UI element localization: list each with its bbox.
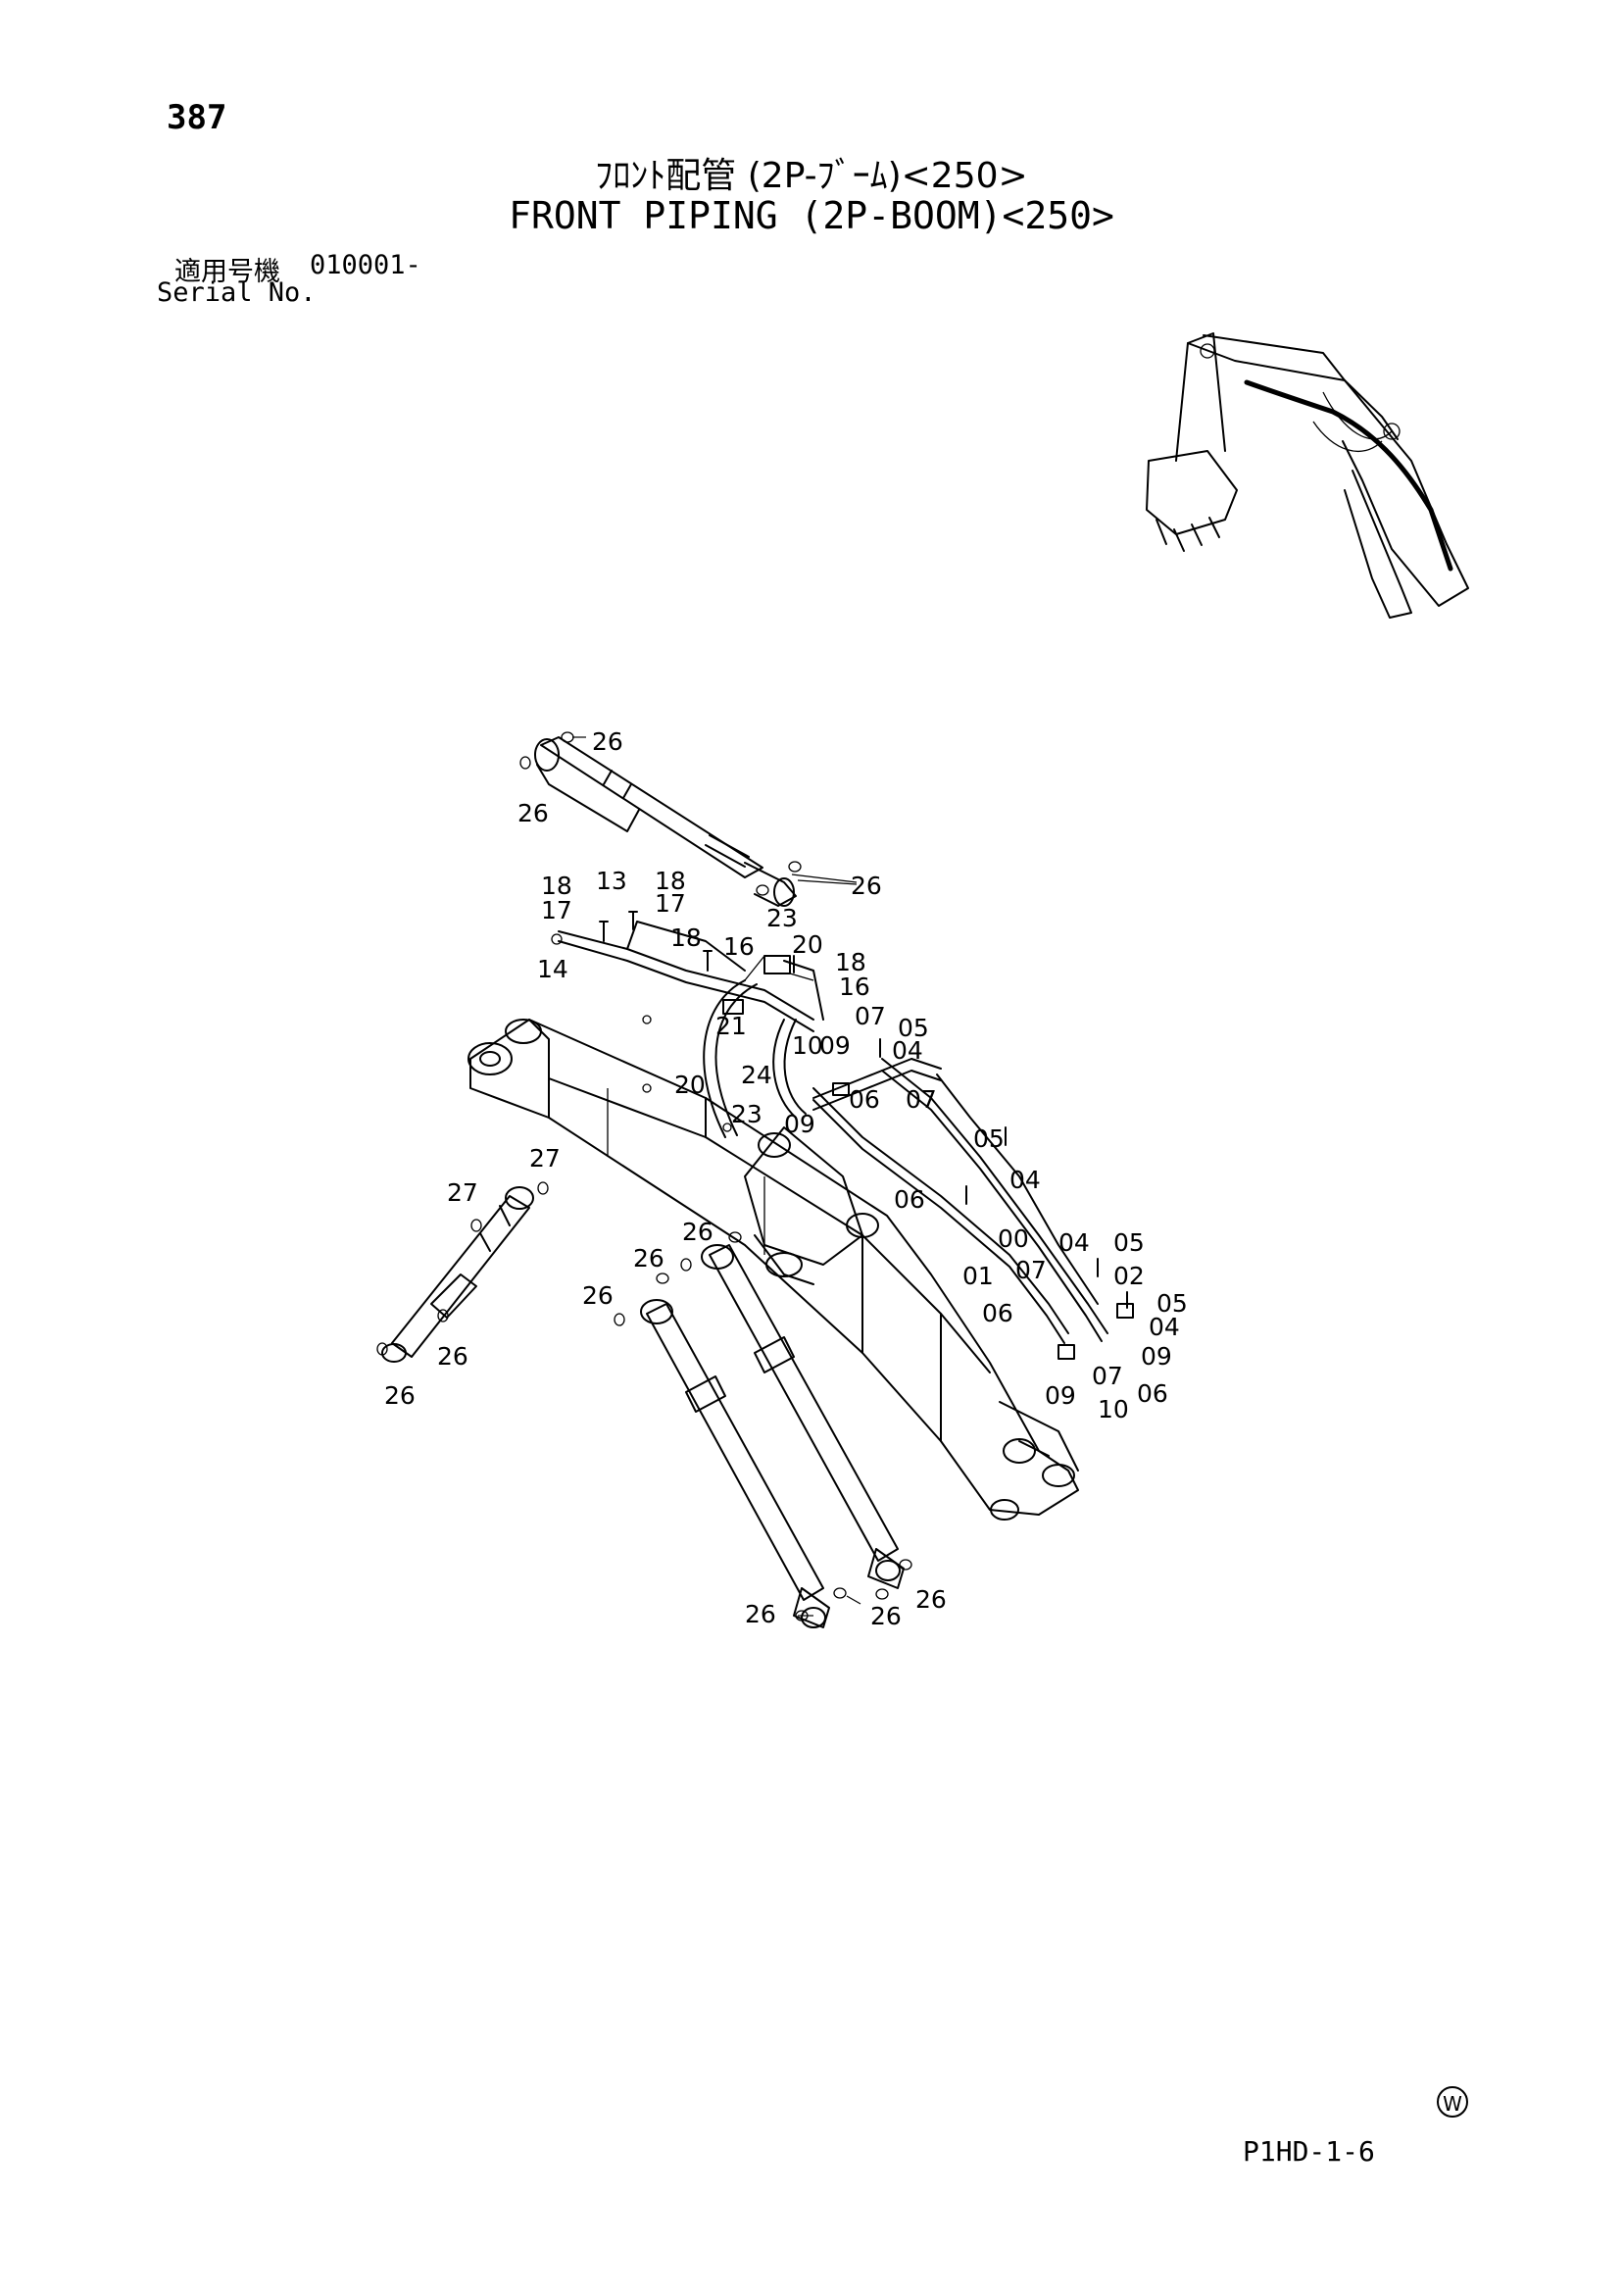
fasteners xyxy=(551,911,1128,1309)
callout: 06 xyxy=(1137,1379,1168,1408)
callout: 04 xyxy=(1009,1166,1041,1194)
callout: 09 xyxy=(1141,1342,1172,1371)
serial-number-value: 010001- xyxy=(310,250,421,280)
serial-label-japanese: 適用号機 xyxy=(174,257,280,287)
callout: 05 xyxy=(1113,1228,1145,1257)
callout: 05 xyxy=(1156,1289,1188,1318)
callout: 16 xyxy=(723,932,755,961)
callout: 06 xyxy=(849,1085,880,1114)
title-english: FRONT PIPING (2P-BOOM)<250> xyxy=(509,194,1114,237)
callout: 27 xyxy=(529,1144,561,1173)
excavator-front-thumbnail xyxy=(1146,332,1469,619)
callout: 20 xyxy=(792,930,823,959)
callout-labels: 26 26 26 18 13 18 17 17 18 16 23 20 18 1… xyxy=(384,727,1188,1630)
callout: 07 xyxy=(906,1085,937,1114)
callout: 07 xyxy=(1092,1362,1123,1390)
callout: 27 xyxy=(447,1178,478,1207)
callout: 18 xyxy=(541,872,572,900)
o-rings xyxy=(376,731,912,1622)
callout: 06 xyxy=(894,1185,925,1214)
callout: 26 xyxy=(517,799,549,827)
boom-cylinders xyxy=(640,1244,905,1628)
document-code: P1HD-1-6 xyxy=(1243,2135,1375,2168)
callout: 18 xyxy=(655,867,686,895)
callout: 04 xyxy=(1149,1313,1180,1341)
callout: 26 xyxy=(915,1585,947,1614)
page-number: 387 xyxy=(167,98,227,137)
callout: 23 xyxy=(731,1100,762,1128)
callout: 09 xyxy=(819,1031,851,1060)
callout: 00 xyxy=(998,1224,1029,1253)
callout: 18 xyxy=(835,948,866,976)
callout: 26 xyxy=(745,1600,776,1628)
callout: 04 xyxy=(892,1036,923,1065)
callout: 10 xyxy=(1098,1395,1129,1423)
arm-cylinder xyxy=(534,736,797,907)
callout: 04 xyxy=(1058,1228,1090,1257)
callout: 14 xyxy=(537,955,568,983)
callout: 07 xyxy=(1015,1256,1047,1284)
callout: 13 xyxy=(596,867,627,895)
callout: 26 xyxy=(437,1342,468,1371)
callout: 26 xyxy=(582,1281,614,1310)
callout: 20 xyxy=(674,1071,706,1099)
callout: 09 xyxy=(784,1110,815,1138)
callout: 26 xyxy=(682,1218,713,1246)
callout: 05 xyxy=(898,1014,929,1042)
callout: 26 xyxy=(851,872,882,900)
callout: 21 xyxy=(715,1012,747,1040)
callout: 17 xyxy=(655,889,686,918)
callout: 05 xyxy=(973,1124,1005,1153)
boom xyxy=(467,1019,1079,1521)
callout: 26 xyxy=(870,1602,902,1630)
callout: 07 xyxy=(855,1002,886,1030)
callout: 02 xyxy=(1113,1262,1145,1290)
callout: 16 xyxy=(839,973,870,1001)
callout: 09 xyxy=(1045,1381,1076,1410)
callout: 26 xyxy=(592,727,623,756)
w-mark-icon: W xyxy=(1437,2086,1468,2118)
callout: 10 xyxy=(792,1031,823,1060)
callout: 18 xyxy=(670,923,702,952)
callout: 01 xyxy=(962,1262,994,1290)
callout-leaders xyxy=(572,736,861,1617)
boom-piping xyxy=(558,921,1134,1360)
callout: 06 xyxy=(982,1299,1013,1327)
callout: 17 xyxy=(541,896,572,924)
serial-label-english: Serial No. xyxy=(157,277,317,308)
callout: 23 xyxy=(766,904,798,932)
callout: 26 xyxy=(384,1381,416,1410)
bucket-cylinder xyxy=(381,1186,534,1363)
callout: 26 xyxy=(633,1244,664,1273)
callout: 24 xyxy=(741,1061,772,1089)
title-japanese: ﾌﾛﾝﾄ配管 (2P-ﾌﾞｰﾑ)<250> xyxy=(595,156,1028,196)
